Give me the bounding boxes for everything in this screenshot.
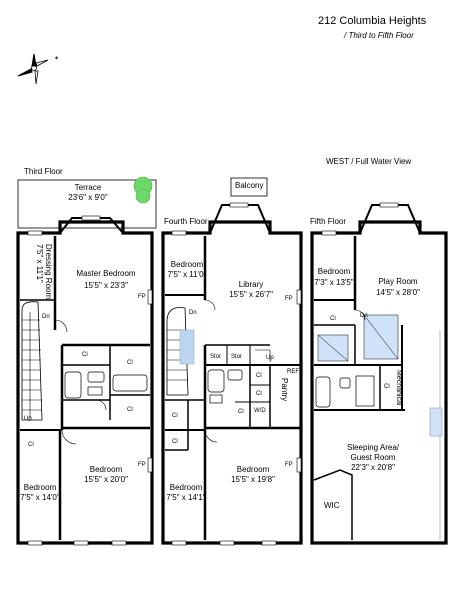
- sleeping-area-dim: 22'3" x 20'8": [351, 463, 395, 472]
- fourth-bedroom-b-dim: 15'5" x 19'8": [231, 475, 275, 484]
- third-bedroom-b-label: Bedroom: [89, 465, 123, 474]
- fifth-closet-label: Cl: [330, 316, 336, 322]
- fourth-closet-label: Cl: [172, 439, 178, 445]
- fourth-storage-label: Stor: [210, 354, 222, 360]
- fourth-bedroom-top-label: Bedroom: [170, 260, 204, 269]
- third-fireplace-label: FP: [138, 294, 146, 300]
- play-room-dim: 14'5" x 28'0": [376, 288, 420, 297]
- third-closet-label: Cl: [82, 352, 88, 358]
- third-stair-up-label: Up: [24, 416, 32, 422]
- fourth-closet-label: Cl: [256, 391, 262, 397]
- fourth-bedroom-top-dim: 7'5" x 11'0": [167, 270, 207, 279]
- fifth-floor-plan: [310, 202, 448, 545]
- third-bedroom-a-label: Bedroom: [23, 483, 57, 492]
- terrace-label: Terrace: [74, 183, 102, 192]
- third-closet-label: Cl: [127, 360, 133, 366]
- balcony-label: Balcony: [235, 181, 264, 190]
- walk-in-closet-label: WIC: [324, 501, 340, 510]
- library-label: Library: [238, 280, 264, 289]
- play-room-label: Play Room: [378, 277, 418, 286]
- fourth-fireplace-label: FP: [285, 296, 293, 302]
- third-closet-label: Cl: [28, 442, 34, 448]
- mechanical-label: Mechanical: [395, 370, 402, 406]
- third-stair-down-label: Dn: [42, 314, 50, 320]
- fifth-bedroom-dim: 7'3" x 13'5": [314, 278, 354, 287]
- master-bedroom-label: Master Bedroom: [76, 269, 136, 278]
- tree-icon: [135, 188, 151, 204]
- third-floor-label: Third Floor: [24, 167, 63, 176]
- fifth-floor-label: Fifth Floor: [310, 217, 347, 226]
- pantry-label: Pantry: [280, 378, 289, 402]
- fifth-closet-label: Cl: [384, 384, 390, 390]
- fourth-ref-label: REF: [287, 369, 299, 375]
- library-dim: 15'5" x 26'7": [229, 290, 273, 299]
- fourth-bedroom-a-dim: 7'5" x 14'1": [166, 493, 206, 502]
- third-closet-label: Cl: [127, 407, 133, 413]
- floors-subtitle: / Third to Fifth Floor: [344, 31, 414, 40]
- fourth-bedroom-b-label: Bedroom: [236, 465, 270, 474]
- fifth-stair-down-label: Dn: [360, 313, 368, 319]
- fourth-storage-label: Stor: [231, 354, 243, 360]
- third-bedroom-a-dim: 7'5" x 14'0": [20, 493, 60, 502]
- washer-dryer-label: W/D: [254, 408, 266, 414]
- third-fireplace-label: FP: [138, 462, 146, 468]
- fourth-stair-up-label: Up: [266, 355, 274, 361]
- sleeping-area-label: Sleeping Area/: [346, 443, 400, 452]
- fifth-bedroom-label: Bedroom: [317, 267, 351, 276]
- terrace-dim: 23'6" x 9'0": [68, 193, 108, 202]
- third-bedroom-b-dim: 15'5" x 20'0": [84, 475, 128, 484]
- fourth-closet-label: Cl: [238, 409, 244, 415]
- third-floor-plan: [16, 176, 157, 546]
- fourth-closet-label: Cl: [256, 373, 262, 379]
- address-title: 212 Columbia Heights: [318, 15, 427, 27]
- master-bedroom-dim: 15'5" x 23'3": [84, 281, 128, 290]
- fourth-fireplace-label: FP: [285, 462, 293, 468]
- view-note: WEST / Full Water View: [326, 157, 412, 166]
- fourth-bedroom-a-label: Bedroom: [169, 483, 203, 492]
- fourth-floor-plan: [161, 177, 303, 546]
- fourth-closet-label: Cl: [172, 413, 178, 419]
- compass-icon: ✶: [17, 53, 59, 85]
- svg-text:✶: ✶: [54, 55, 59, 62]
- dressing-room-label: Dressing Room 7'5" x 11'1": [34, 244, 53, 300]
- dressing-room-name: Dressing Room: [44, 244, 53, 300]
- fourth-stair-down-label: Dn: [189, 310, 197, 316]
- fourth-floor-label: Fourth Floor: [164, 217, 208, 226]
- guest-room-label: Guest Room: [350, 453, 396, 462]
- dressing-room-dim: 7'5" x 11'1": [35, 244, 45, 283]
